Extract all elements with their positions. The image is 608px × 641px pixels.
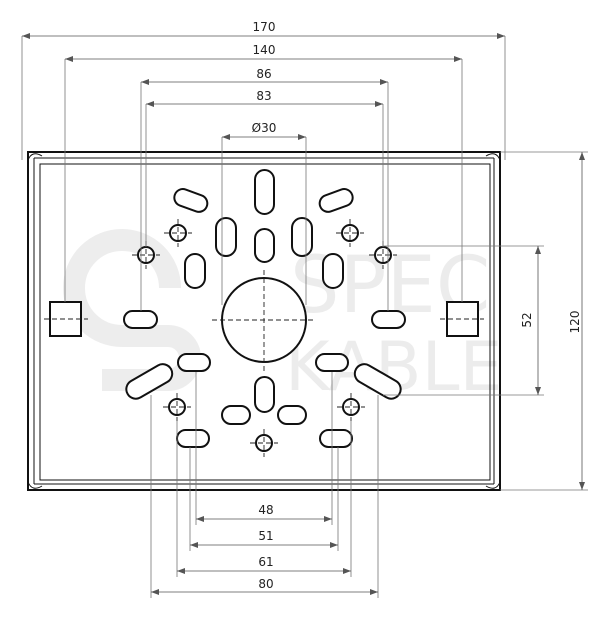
left-upper-keyhole [215, 217, 237, 257]
right-mid-slot [371, 310, 406, 329]
hole-bottom-center [250, 429, 278, 457]
upper-left-slot [173, 188, 209, 213]
top-dimensions: 170 140 86 83 Ø30 [21, 20, 506, 311]
dim-86-label: 86 [256, 67, 271, 81]
top-vertical-slot [254, 169, 275, 215]
bottom-left-small-slot [221, 405, 251, 425]
dim-83-label: 83 [256, 89, 271, 103]
dim-52-label: 52 [520, 312, 534, 327]
hole-lower-left [163, 393, 191, 421]
right-upper-keyhole [291, 217, 313, 257]
lower-left-angled-slot [125, 363, 174, 400]
hole-upper-right-inner [336, 219, 364, 247]
dim-80-label: 80 [258, 577, 273, 591]
plate-outline [27, 151, 501, 491]
bottom-dimensions: 48 51 61 80 [150, 372, 379, 598]
upper-right-slot [318, 188, 354, 213]
left-mid-slot [123, 310, 158, 329]
dim-61-label: 61 [258, 555, 273, 569]
right-lower-keyhole [322, 253, 344, 289]
lower-left-short-slot [177, 353, 211, 372]
center-hole [212, 270, 316, 372]
hole-lower-right [337, 393, 365, 421]
dim-170-label: 170 [253, 20, 276, 34]
hole-upper-left-inner [164, 219, 192, 247]
side-windows [44, 301, 484, 337]
dim-center-hole-label: Ø30 [252, 121, 277, 135]
bottom-left-slot [176, 429, 210, 448]
bottom-right-small-slot [277, 405, 307, 425]
dim-120-label: 120 [568, 311, 582, 334]
lower-center-slot [254, 376, 275, 413]
dim-51-label: 51 [258, 529, 273, 543]
lower-right-short-slot [315, 353, 349, 372]
left-lower-keyhole [184, 253, 206, 289]
slots [123, 169, 406, 448]
lower-right-angled-slot [353, 363, 402, 400]
watermark-logo-icon [63, 229, 201, 391]
dim-48-label: 48 [258, 503, 273, 517]
bottom-right-slot [319, 429, 353, 448]
right-dimensions: 120 52 [383, 151, 588, 491]
dim-140-label: 140 [253, 43, 276, 57]
upper-center-slot [254, 228, 275, 263]
round-holes [132, 219, 397, 457]
